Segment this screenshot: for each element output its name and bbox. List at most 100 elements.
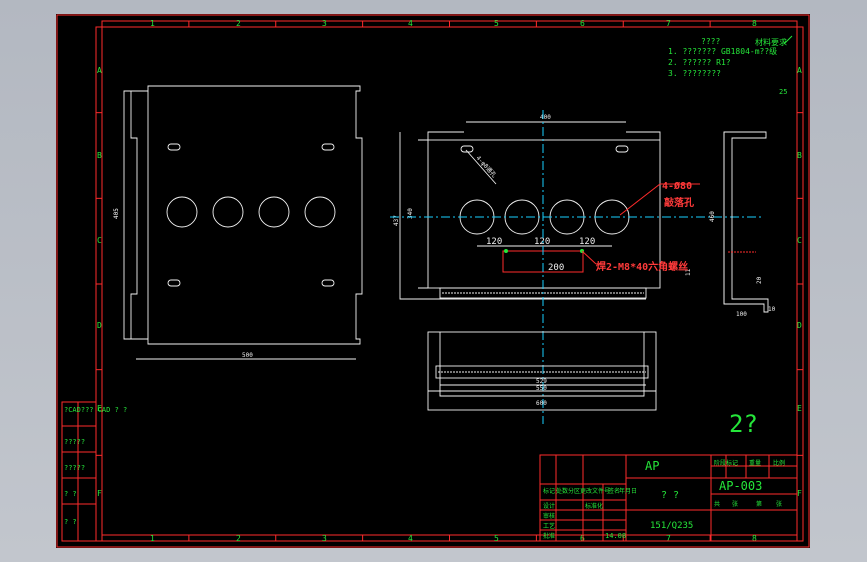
front-view[interactable]: 500 405 [113, 85, 363, 360]
profile-height-dim: 460 [709, 211, 716, 222]
col-label: 5 [494, 19, 499, 28]
col-label-bottom: 7 [666, 534, 671, 543]
hole-callout-1: 4-Ø80 [662, 180, 692, 192]
tb-row-label: 标记 [543, 487, 555, 495]
tb-stage-label: 重量 [749, 459, 761, 467]
hole-callout-2: 敲落孔 [664, 196, 694, 209]
profile-outline [723, 131, 769, 313]
front-hole-3 [258, 196, 290, 228]
title-block-frame [539, 454, 798, 542]
row-label: E [97, 404, 102, 413]
front-hole-4 [304, 196, 336, 228]
bottom-outer-dim: 600 [536, 400, 547, 407]
row-label-right: E [797, 404, 802, 413]
spacing-dim-3: 120 [579, 237, 595, 247]
tb-row-label: 分区 [568, 487, 580, 495]
tb-sheet-label: 第 [756, 500, 762, 508]
drawing-sheet[interactable]: .r { stroke: #ff2b2b; fill: none; stroke… [56, 14, 810, 548]
title-block[interactable]: 标记 处数 分区 更改文件号 签名 年月日 设计 审核 工艺 批准 标准化 14… [539, 454, 798, 542]
tb-company: AP [645, 459, 659, 473]
strip-label-2: ????? [64, 438, 85, 446]
col-label-bottom: 2 [236, 534, 241, 543]
col-label: 4 [408, 19, 413, 28]
front-height-dim: 405 [113, 208, 120, 219]
col-label-bottom: 5 [494, 534, 499, 543]
bolt-spacing-dim: 200 [548, 263, 564, 273]
tb-row-label: 处数 [556, 487, 568, 495]
side-right-dim: 11 [685, 268, 692, 276]
front-slot [167, 143, 181, 151]
front-outline [123, 85, 363, 345]
tb-row-label: 年月日 [619, 487, 637, 495]
row-label-right: F [797, 489, 802, 498]
stamp-mark [783, 35, 793, 45]
hole-callout-leader [619, 183, 661, 216]
tb-sheet-label: 张 [776, 500, 782, 508]
col-label-bottom: 4 [408, 534, 413, 543]
row-label: C [97, 236, 102, 245]
spacing-dim-2: 120 [534, 237, 550, 247]
row-label: A [97, 66, 102, 75]
tb-row-label: 更改文件号 [580, 487, 610, 495]
side-outer-dim-extent [399, 132, 646, 300]
bottom-view[interactable]: 529 550 600 [427, 331, 657, 411]
material-stamp: 材料要求 [755, 37, 787, 47]
side-flanges [418, 131, 661, 289]
tb-row-label: 签名 [608, 487, 620, 495]
side-left-inner-dim: 340 [407, 208, 414, 219]
row-label: B [97, 151, 102, 160]
tb-small-label: 审核 [543, 512, 555, 520]
corner-mark: 25 [779, 88, 787, 96]
bolt-callout-leader [581, 250, 597, 265]
bolt-callout: 焊2-M8*40六角螺丝 [596, 260, 688, 273]
notes-heading: ???? [701, 37, 720, 46]
front-hole-2 [212, 196, 244, 228]
col-label: 3 [322, 19, 327, 28]
col-label: 1 [150, 19, 155, 28]
tb-sheet-label: 共 [714, 500, 720, 508]
left-strip: ?CAD??? CAD ? ? ????? ????? ? ? ? ? [61, 401, 127, 542]
tb-stage-label: 比例 [773, 459, 785, 467]
col-label: 2 [236, 19, 241, 28]
strip-label-3: ????? [64, 464, 85, 472]
notes-line-2: 2. ?????? R1? [668, 58, 731, 67]
strip-label-4: ? ? [64, 490, 77, 498]
front-left-bend [130, 91, 138, 339]
tb-scale-note: 14.08 [605, 532, 626, 540]
tb-small-label: 设计 [543, 502, 555, 510]
strip-label-1: ?CAD??? CAD ? ? [64, 406, 127, 414]
col-label: 6 [580, 19, 585, 28]
drawing-canvas: .r { stroke: #ff2b2b; fill: none; stroke… [56, 14, 810, 548]
front-slot [167, 279, 181, 287]
row-label-right: B [797, 151, 802, 160]
tb-drawing-no: AP-003 [719, 479, 762, 493]
tb-part-name: ? ? [661, 490, 679, 501]
inner-frame [101, 26, 798, 542]
side-slot [460, 145, 474, 153]
profile-view[interactable]: 460 20 100 10 [709, 131, 776, 318]
bottom-inner-dim: 529 [536, 378, 547, 385]
tb-small-label: 标准化 [585, 502, 603, 510]
row-dividers [96, 112, 803, 456]
tb-stage-label: 阶段标记 [714, 459, 738, 467]
front-hole-1 [166, 196, 198, 228]
profile-lip-dim: 20 [756, 276, 763, 284]
tb-small-label: 工艺 [543, 522, 555, 530]
side-view[interactable]: 400 437 340 11 4-φ8通孔 120 120 120 200 4-… [393, 114, 700, 300]
tb-material: 151/Q235 [650, 521, 693, 531]
side-left-outer-dim: 437 [393, 215, 400, 226]
profile-flange-dim: 100 [736, 311, 747, 318]
bottom-rail [435, 365, 649, 379]
col-label: 8 [752, 19, 757, 28]
front-slot [321, 143, 335, 151]
notes-line-3: 3. ???????? [668, 69, 721, 78]
side-top-dim: 400 [540, 114, 551, 121]
front-slot [321, 279, 335, 287]
row-label-right: C [797, 236, 802, 245]
row-label-right: D [797, 321, 802, 330]
bolt-point [504, 249, 508, 253]
outer-frame [56, 14, 810, 548]
col-label-bottom: 8 [752, 534, 757, 543]
left-strip-box [61, 401, 97, 542]
